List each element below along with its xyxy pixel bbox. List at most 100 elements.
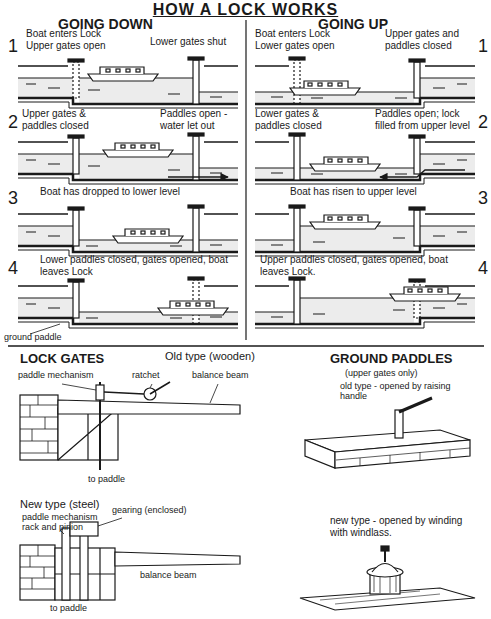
lock-section [255,277,475,328]
lock-section-part [255,286,475,328]
lock-section-part [18,226,73,246]
stonework-joints [336,448,470,466]
step-number: 4 [476,258,490,279]
lock-section [255,57,475,108]
annotation-label: Old type (wooden) [165,350,305,363]
annotation-label: to paddle [50,603,120,613]
lock-section-part [199,240,238,252]
step-number: 4 [6,258,20,279]
lock-section-part [199,92,238,104]
annotation-label: balance beam [140,570,220,580]
lock-section-part [158,301,228,315]
annotation-label: Lower paddles closed, gates opened, boat… [40,254,240,277]
old-ground-paddle [305,398,470,468]
step-number: 1 [6,36,20,57]
annotation-label: Paddles open - water let out [160,108,240,131]
water-flow-arrow [168,176,228,177]
lock-section-part [18,286,238,328]
lock-section-part [390,287,460,301]
pedestal-fluting [374,576,396,593]
lock-section-part [409,135,425,174]
paddle-slab-front [305,440,335,468]
annotation-label: ratchet [132,370,182,380]
lock-section [18,57,238,108]
balance-beam [115,552,240,566]
leader-line [62,384,218,403]
annotation-label: old type - opened by raising handle [340,381,475,402]
step-number: 3 [6,188,20,209]
lock-section-part [199,168,238,180]
annotation-label: Upper paddles closed, gates opened, boat… [260,254,470,277]
stonework-joints [20,395,58,453]
lock-section-part [188,57,204,104]
lock-section-part [300,298,414,324]
lock-section-part [79,154,193,180]
annotation-label: Upper gates and paddles closed [385,28,470,51]
lock-section-part [18,78,73,98]
lock-section-part [420,78,475,98]
water-flow-arrow [380,170,465,177]
balance-beam [58,400,240,414]
step-number: 1 [476,36,490,57]
paddle-rack [96,385,104,400]
wooden-lock-gate [20,382,240,470]
lock-section-part [310,157,380,171]
lock-section-part [420,154,475,174]
section-heading: LOCK GATES [20,352,140,367]
lock-section-part [79,78,193,104]
gate-brace [58,408,118,460]
new-ground-paddle [300,546,475,610]
rack-housing [62,528,70,600]
lock-section-part [289,57,305,104]
annotation-label: new type - opened by winding with windla… [330,515,470,538]
step-number: 2 [6,112,20,133]
stonework [20,395,58,460]
lock-section-part [18,142,238,184]
paddle-post [395,410,403,438]
lock-section-part [255,92,294,104]
lock-section-part [300,226,414,252]
stonework [20,545,55,600]
lock-section-part [255,240,294,252]
lock-section-part [68,207,84,246]
lock-section-part [18,298,73,318]
windlass-square [381,546,389,551]
section-divider [8,345,484,347]
lock-section-part [290,81,360,95]
lock-section-part [68,59,84,98]
annotation-label: gearing (enclosed) [112,505,192,515]
paddle-slab-side [335,440,470,468]
lock-section [255,205,475,256]
lock-section-part [68,135,84,174]
lock-section-part [255,168,294,180]
lock-section [18,277,238,328]
lock-section-part [255,214,475,256]
lock-section-part [420,226,475,246]
annotation-label: to paddle [88,474,158,484]
pedestal-dome [372,564,398,573]
annotation-label: (upper gates only) [345,368,465,378]
annotation-label: Lower gates & paddles closed [255,108,340,131]
lock-section [255,133,475,184]
windlass-spindle [384,550,386,562]
lock-section-part [18,214,238,256]
stonework-joints [20,545,55,589]
annotation-label: paddle mechanism rack and pinion [22,512,112,533]
lock-section-part [409,59,425,98]
annotation-label: Boat has risen to upper level [290,186,470,198]
annotation-label: paddle mechanism [18,370,118,380]
step-number: 3 [476,188,490,209]
paddle-handle [399,398,432,412]
annotation-label: Upper gates & paddles closed [22,108,112,131]
section-heading: GROUND PADDLES [330,352,480,367]
annotation-label: Lower gates shut [150,36,240,48]
lock-section-part [113,229,183,243]
annotation-label: ground paddle [4,332,74,342]
lock-section-part [310,215,380,229]
section-dividers [8,20,484,346]
lock-section-part [255,312,294,324]
lock-section-part [255,142,475,184]
lock-section-part [188,205,204,252]
lock-section-part [103,143,173,157]
